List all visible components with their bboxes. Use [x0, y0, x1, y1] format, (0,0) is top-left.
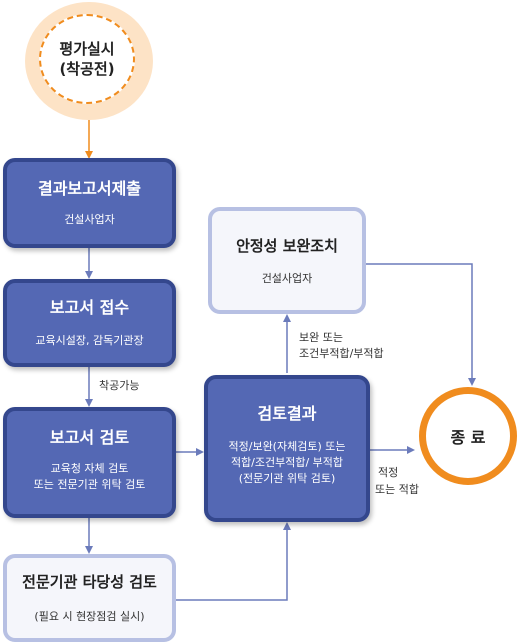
submit-report-box: 결과보고서제출 건설사업자: [3, 158, 176, 248]
label-construction-allowed: 착공가능: [99, 379, 140, 392]
safety-measure-actor: 건설사업자: [261, 272, 313, 285]
end-node: 종 료: [419, 387, 517, 485]
label-supplement-line2: 조건부적합/부적합: [299, 347, 384, 360]
report-receipt-actor: 교육시설장, 감독기관장: [35, 334, 144, 347]
label-ok-line2: 또는 적합: [375, 483, 419, 496]
safety-measure-box: 안정성 보완조치 건설사업자: [208, 207, 366, 314]
start-node: 평가실시 (착공전): [25, 2, 153, 120]
report-review-line1: 교육청 자체 검토: [50, 462, 129, 475]
start-title: 평가실시: [59, 40, 115, 58]
label-supplement-line1: 보완 또는: [299, 331, 343, 344]
report-review-line2: 또는 전문기관 위탁 검토: [33, 478, 146, 491]
safety-measure-title: 안정성 보완조치: [236, 237, 338, 255]
expert-review-box: 전문기관 타당성 검토 (필요 시 현장점검 실시): [3, 554, 176, 642]
end-label: 종 료: [450, 428, 486, 447]
report-receipt-title: 보고서 접수: [49, 298, 130, 317]
expert-review-title: 전문기관 타당성 검토: [22, 573, 157, 591]
review-result-line1: 적정/보완(자체검토) 또는: [228, 440, 346, 453]
start-subtitle: (착공전): [59, 60, 115, 78]
arrow-safety-to-end: [366, 263, 476, 386]
expert-review-note: (필요 시 현장점검 실시): [34, 610, 145, 623]
start-inner-circle: 평가실시 (착공전): [39, 14, 135, 104]
review-result-box: 검토결과 적정/보완(자체검토) 또는 적합/조건부적합/ 부적합 (전문기관 …: [204, 375, 370, 522]
review-result-line2: 적합/조건부적합/ 부적합: [230, 456, 344, 469]
submit-report-actor: 건설사업자: [64, 213, 115, 226]
review-result-title: 검토결과: [257, 404, 317, 423]
arrow-expert-to-result: [176, 522, 291, 601]
label-ok-line1: 적정: [378, 466, 399, 479]
report-review-box: 보고서 검토 교육청 자체 검토 또는 전문기관 위탁 검토: [3, 407, 176, 518]
report-receipt-box: 보고서 접수 교육시설장, 감독기관장: [3, 279, 176, 367]
review-result-line3: (전문기관 위탁 검토): [238, 472, 336, 485]
report-review-title: 보고서 검토: [49, 428, 130, 447]
submit-report-title: 결과보고서제출: [37, 179, 142, 198]
